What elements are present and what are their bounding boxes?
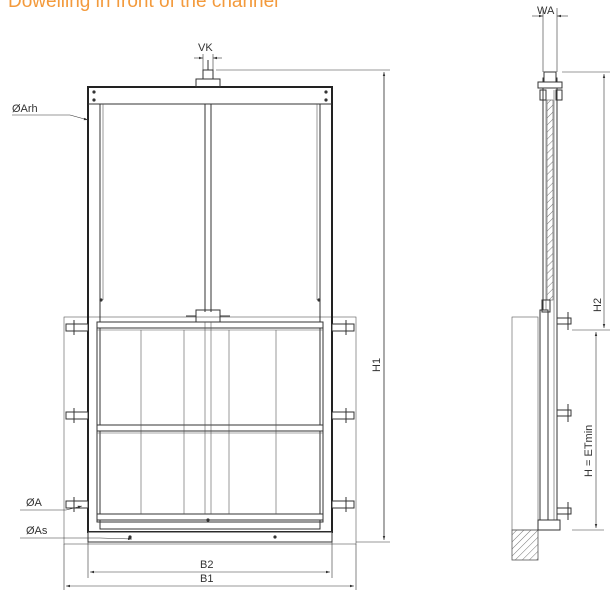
label-b2: B2	[200, 559, 213, 571]
label-a: ØA	[26, 497, 43, 509]
label-vk: VK	[198, 42, 213, 54]
side-wall-block	[511, 316, 539, 531]
bottom-sill	[87, 531, 333, 543]
channel-wall-outline	[63, 316, 357, 545]
side-brackets	[556, 312, 572, 520]
leader-arh: ØArh	[12, 103, 89, 121]
label-h2: H2	[592, 298, 604, 312]
leader-as: ØAs	[20, 525, 133, 541]
dimension-vk: VK	[194, 42, 222, 70]
label-as: ØAs	[26, 525, 48, 537]
side-bottom-foot	[537, 519, 561, 531]
label-wa: WA	[537, 5, 555, 17]
anchor-brackets-left	[65, 320, 89, 512]
dimension-b2: B2	[87, 542, 333, 578]
side-view: WA H2 H = ETmin	[511, 5, 610, 561]
drawing-title: Dowelling in front of the channel	[8, 0, 279, 12]
gate-frame-inner	[99, 103, 321, 530]
gate-leaf	[96, 321, 324, 523]
dimension-wa: WA	[532, 5, 568, 72]
side-gate-leaf	[539, 309, 549, 526]
label-b1: B1	[200, 573, 213, 585]
side-wall-hatch	[511, 529, 539, 561]
dimension-h1: H1	[216, 69, 390, 543]
spindle-nut	[195, 309, 221, 323]
dimension-b1: B1	[63, 544, 357, 590]
dimension-h-etmin: H = ETmin	[572, 332, 604, 531]
label-h1: H1	[371, 358, 383, 372]
label-arh: ØArh	[12, 103, 38, 115]
leader-a: ØA	[20, 497, 83, 511]
label-h-etmin: H = ETmin	[583, 425, 595, 477]
dimension-h2: H2	[562, 71, 610, 331]
anchor-brackets-right	[331, 320, 355, 512]
spindle-actuator	[195, 60, 221, 88]
side-top-actuator	[537, 71, 563, 101]
front-view: VK ØArh ØA ØAs H1	[12, 42, 390, 590]
side-spindle	[546, 99, 554, 301]
